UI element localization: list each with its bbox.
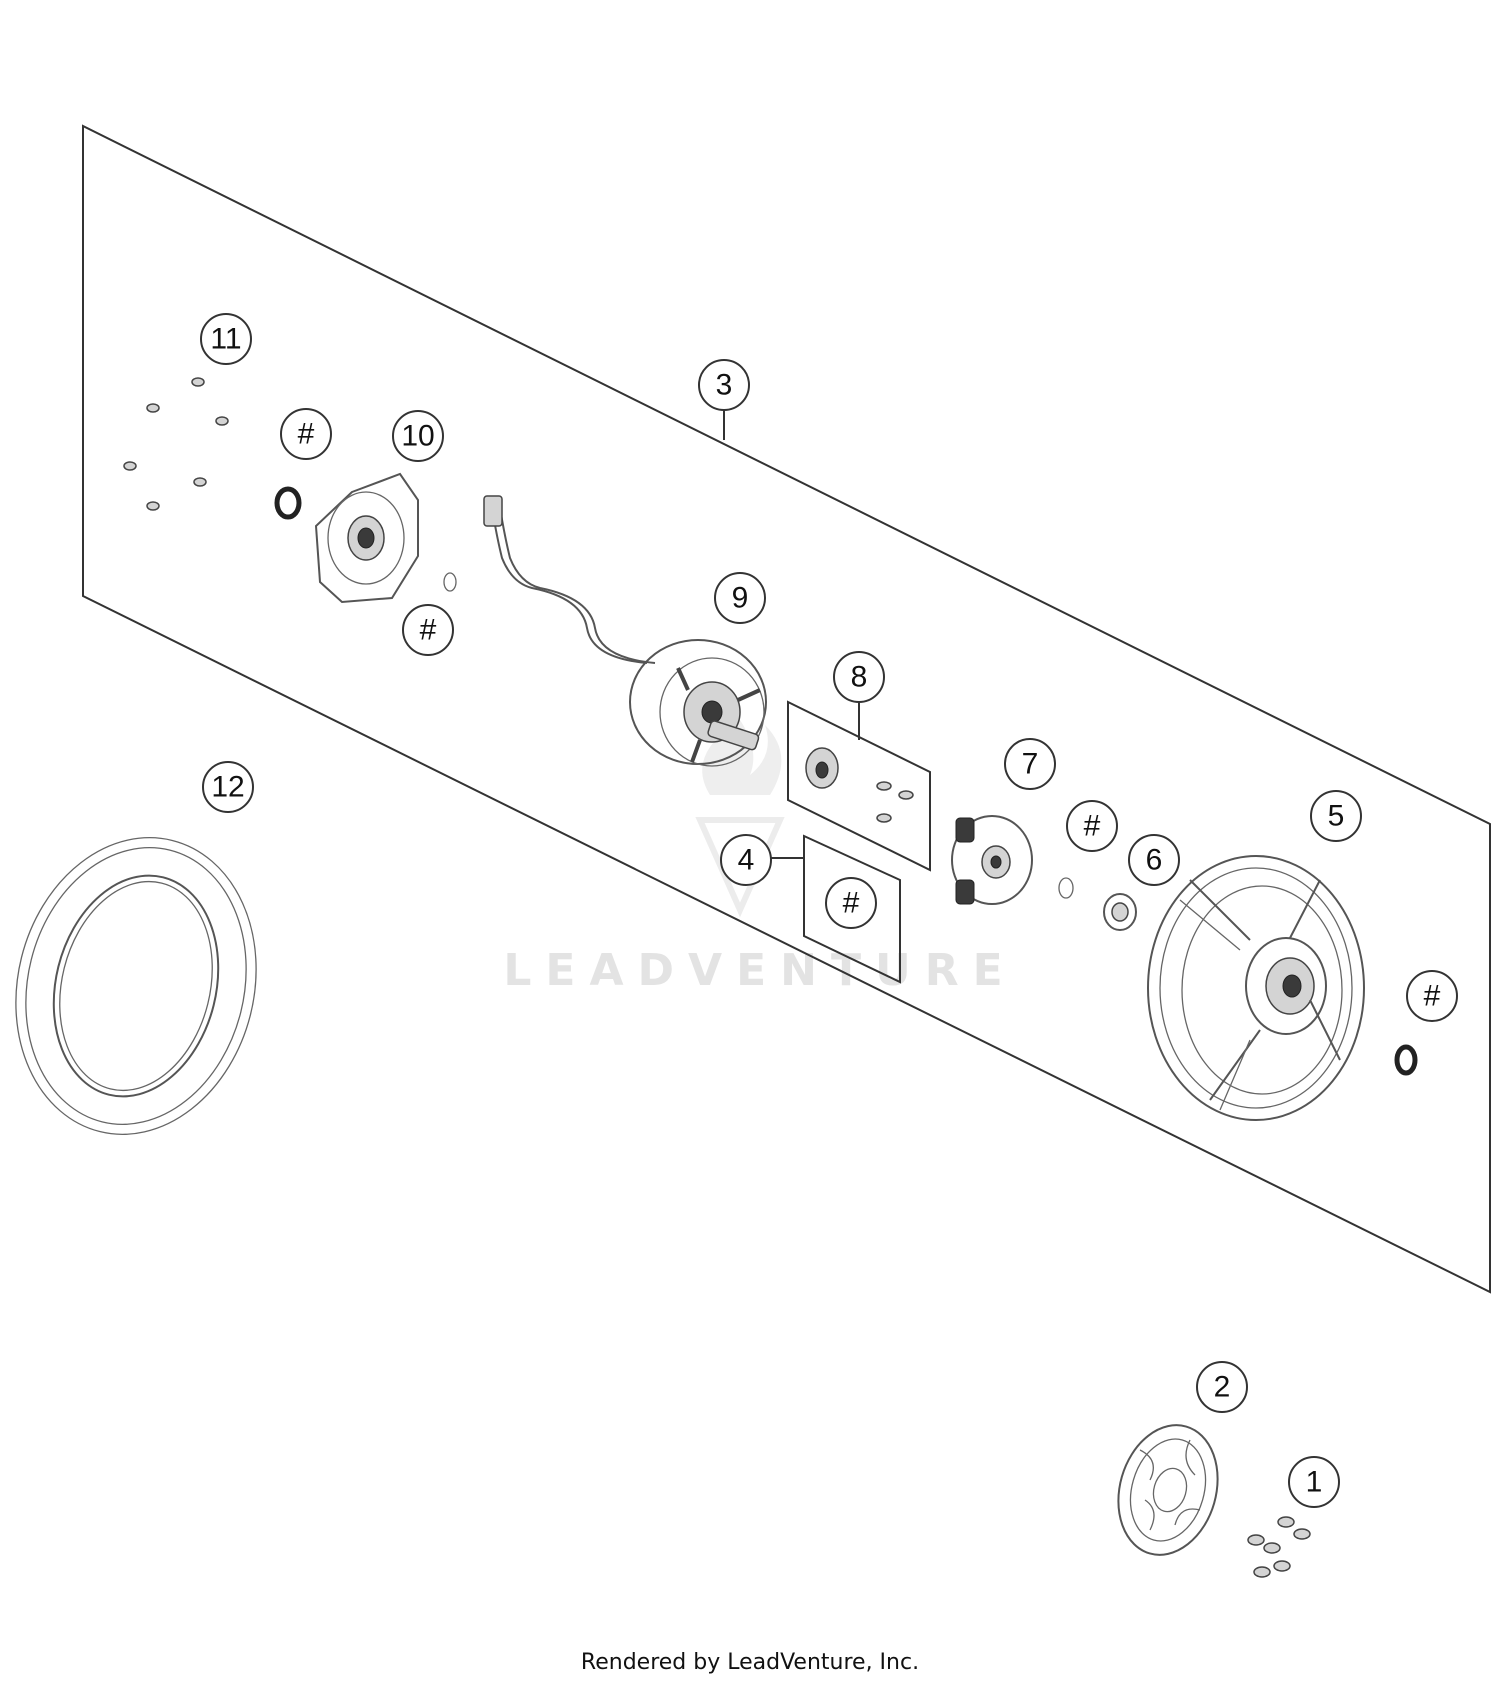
screws-11: [123, 377, 229, 511]
brake-drum-9: [483, 495, 767, 767]
svg-text:1: 1: [1306, 1466, 1323, 1499]
callout-hash-3: #: [1066, 800, 1118, 852]
callout-6: 6: [1128, 834, 1180, 886]
svg-text:12: 12: [211, 771, 244, 804]
svg-text:#: #: [843, 887, 860, 920]
svg-text:10: 10: [401, 420, 434, 453]
callout-hash-1: #: [280, 408, 332, 460]
svg-text:7: 7: [1022, 748, 1039, 781]
callout-8: 8: [833, 651, 885, 703]
callout-9: 9: [714, 572, 766, 624]
cover-plate-10: [314, 472, 457, 604]
seal-ring: [274, 486, 302, 520]
leader-lines: [723, 410, 860, 859]
footer-credit: Rendered by LeadVenture, Inc.: [580, 1650, 920, 1675]
callout-12: 12: [202, 761, 254, 813]
svg-text:11: 11: [210, 323, 241, 356]
svg-text:6: 6: [1146, 844, 1163, 877]
svg-text:#: #: [420, 614, 437, 647]
bearing-6: [1058, 877, 1137, 931]
svg-text:#: #: [1424, 980, 1441, 1013]
callout-hash-4: #: [825, 877, 877, 929]
watermark: LEADVENTURE: [503, 720, 1016, 996]
callout-hash-2: #: [402, 604, 454, 656]
svg-text:8: 8: [851, 661, 868, 694]
callout-3: 3: [698, 359, 750, 411]
watermark-text: LEADVENTURE: [503, 945, 1016, 996]
svg-text:9: 9: [732, 582, 749, 615]
kit-box-8: [787, 700, 931, 872]
callout-10: 10: [392, 410, 444, 462]
kit-box-4: [803, 834, 901, 984]
seal-ring-right: [1394, 1044, 1418, 1076]
svg-text:4: 4: [738, 844, 755, 877]
callout-7: 7: [1004, 738, 1056, 790]
brake-disc-2: [1117, 1424, 1219, 1556]
callout-2: 2: [1196, 1361, 1248, 1413]
callout-hash-5: #: [1406, 970, 1458, 1022]
assembly-frame: [82, 124, 1491, 1294]
wheel-5: [1147, 855, 1365, 1121]
svg-text:2: 2: [1214, 1371, 1231, 1404]
callout-5: 5: [1310, 790, 1362, 842]
svg-text:#: #: [1084, 810, 1101, 843]
svg-text:3: 3: [716, 369, 733, 402]
carrier-7: [951, 815, 1033, 905]
tire-12: [15, 837, 257, 1135]
callout-1: 1: [1288, 1456, 1340, 1508]
callout-11: 11: [200, 313, 252, 365]
svg-text:5: 5: [1328, 800, 1345, 833]
bolts-1: [1247, 1516, 1311, 1578]
svg-text:#: #: [298, 418, 315, 451]
callout-4: 4: [720, 834, 772, 886]
